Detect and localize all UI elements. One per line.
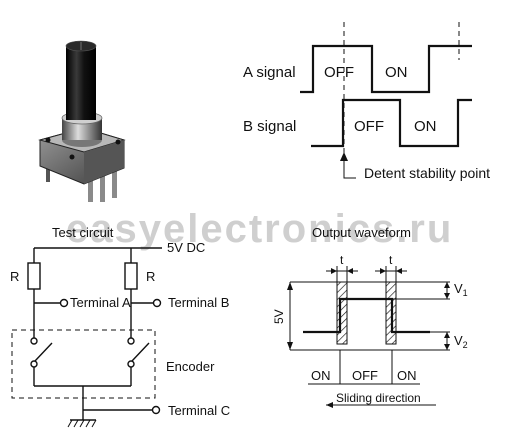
ground-symbol: [67, 419, 97, 428]
terminal-a-node: [59, 298, 69, 308]
switch-right: [131, 342, 150, 362]
detent-stability-label: Detent stability point: [364, 165, 490, 181]
test-circuit-title: Test circuit: [52, 225, 114, 240]
t-right-label: t: [389, 253, 393, 267]
switch-left: [34, 342, 53, 362]
b-off-label: OFF: [354, 118, 384, 135]
terminal-c-label: Terminal C: [168, 403, 230, 418]
on-right-label: ON: [397, 368, 417, 383]
t-left-label: t: [340, 253, 344, 267]
off-label: OFF: [352, 368, 378, 383]
a-signal-waveform: [300, 44, 472, 94]
output-waveform: Output waveform 5V V1 V2: [272, 225, 468, 408]
on-left-label: ON: [311, 368, 331, 383]
terminal-b-label: Terminal B: [168, 295, 229, 310]
a-on-label: ON: [385, 64, 408, 81]
watermark-text: easyelectronics.ru: [66, 207, 453, 251]
resistor-right-label: R: [146, 269, 155, 284]
v1-label: V1: [454, 281, 468, 298]
resistor-left: [27, 262, 41, 290]
b-on-label: ON: [414, 118, 437, 135]
resistor-right: [124, 262, 138, 290]
output-waveform-line: [303, 297, 430, 334]
b-signal-label: B signal: [243, 118, 296, 135]
a-off-label: OFF: [324, 64, 354, 81]
amplitude-label: 5V: [272, 309, 286, 324]
quadrature-signal-diagram: A signal B signal OFF ON OFF ON Detent s…: [243, 22, 490, 181]
v2-label: V2: [454, 333, 468, 350]
terminal-c-node: [151, 405, 161, 415]
encoder-photo: [38, 40, 126, 202]
terminal-b-node: [152, 298, 162, 308]
detent-arrow: [343, 152, 356, 179]
output-waveform-title: Output waveform: [312, 225, 411, 240]
resistor-left-label: R: [10, 269, 19, 284]
encoder-label: Encoder: [166, 359, 215, 374]
supply-label: 5V DC: [167, 240, 205, 255]
b-signal-waveform: [311, 98, 472, 148]
transition-zone-left: [336, 281, 348, 345]
test-circuit: Test circuit 5V DC R R Terminal A Termin…: [10, 225, 230, 428]
terminal-a-label: Terminal A: [70, 295, 131, 310]
sliding-direction-label: Sliding direction: [336, 391, 421, 405]
a-signal-label: A signal: [243, 64, 296, 81]
